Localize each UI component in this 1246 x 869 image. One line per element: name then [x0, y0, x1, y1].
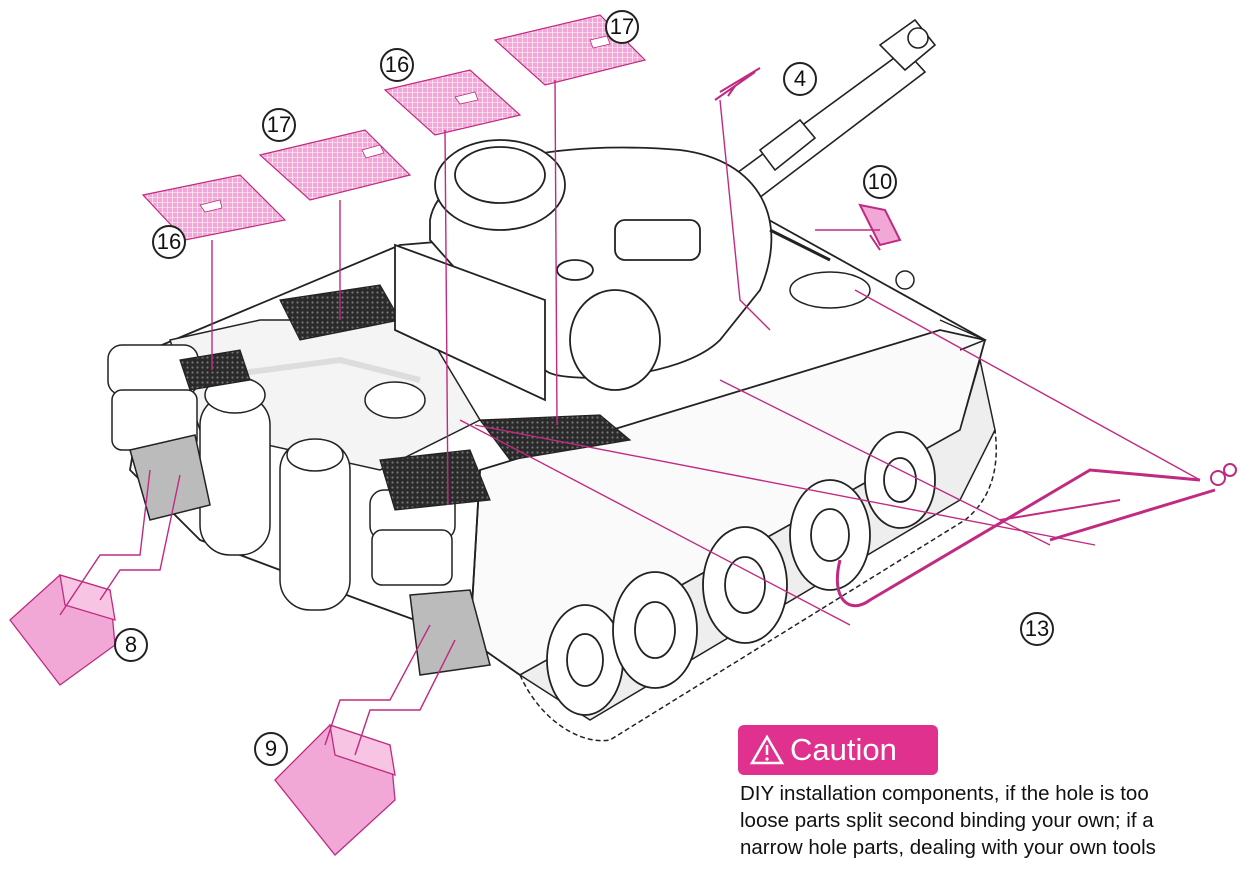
front-deck	[769, 228, 987, 351]
caution-line: loose parts split second binding your ow…	[740, 809, 1154, 832]
part-number-17: 17	[605, 10, 639, 44]
pink-boxes	[9, 574, 396, 856]
leader-lines	[59, 79, 1201, 756]
caution-line: DIY installation components, if the hole…	[740, 782, 1149, 805]
road-wheels	[546, 431, 936, 716]
part-number-10: 10	[863, 165, 897, 199]
caution-label: Caution	[790, 732, 897, 767]
warning-triangle-icon	[750, 735, 784, 765]
part-number-8: 8	[114, 628, 148, 662]
part-number-16: 16	[152, 225, 186, 259]
pink-tools	[714, 67, 1237, 608]
caution-text: DIY installation components, if the hole…	[740, 780, 1246, 861]
engine-grilles	[179, 284, 632, 511]
part-number-9: 9	[254, 732, 288, 766]
part-number-17: 17	[262, 108, 296, 142]
rear-boxes-installed	[129, 434, 491, 676]
caution-badge: Caution	[738, 725, 938, 775]
part-number-4: 4	[783, 62, 817, 96]
part-number-13: 13	[1020, 612, 1054, 646]
gun-barrel	[698, 18, 937, 221]
engine-deck	[107, 319, 482, 611]
turret	[394, 139, 773, 402]
caution-line: narrow hole parts, dealing with your own…	[740, 836, 1156, 859]
panel-16-right	[383, 69, 522, 136]
part-number-16: 16	[380, 48, 414, 82]
